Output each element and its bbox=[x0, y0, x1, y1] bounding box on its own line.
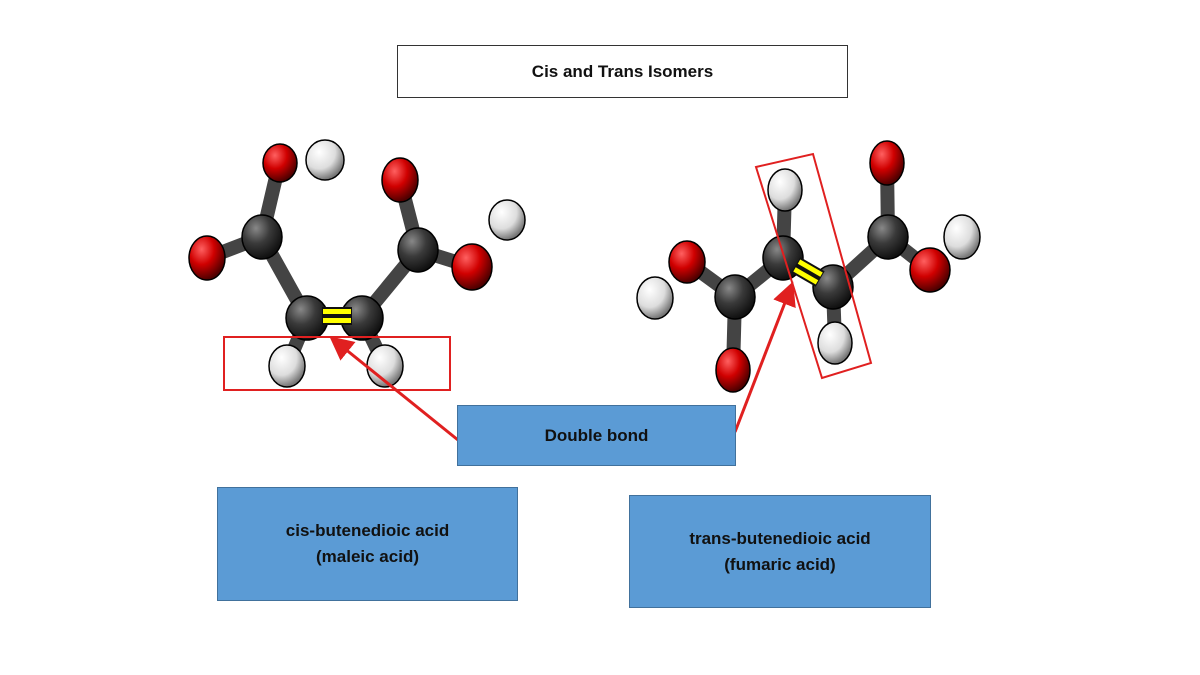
cis-label-box: cis-butenedioic acid (maleic acid) bbox=[217, 487, 518, 601]
trans-molecule bbox=[636, 140, 981, 393]
slide-title: Cis and Trans Isomers bbox=[397, 45, 848, 98]
trans-hydrogen-highlight bbox=[754, 152, 873, 380]
cis-molecule bbox=[188, 139, 526, 388]
arrow-to-trans-double-bond bbox=[733, 281, 796, 433]
trans-name: trans-butenedioic acid bbox=[689, 528, 871, 548]
cis-name: cis-butenedioic acid bbox=[285, 521, 450, 540]
trans-label-box: trans-butenedioic acid (fumaric acid) bbox=[629, 495, 931, 608]
double-bond-label: Double bond bbox=[457, 405, 736, 466]
trans-common-name: (fumaric acid) bbox=[724, 554, 836, 574]
cis-hydrogen-highlight bbox=[223, 336, 451, 391]
cis-common-name: (maleic acid) bbox=[316, 547, 419, 566]
arrow-to-cis-double-bond bbox=[329, 336, 459, 442]
